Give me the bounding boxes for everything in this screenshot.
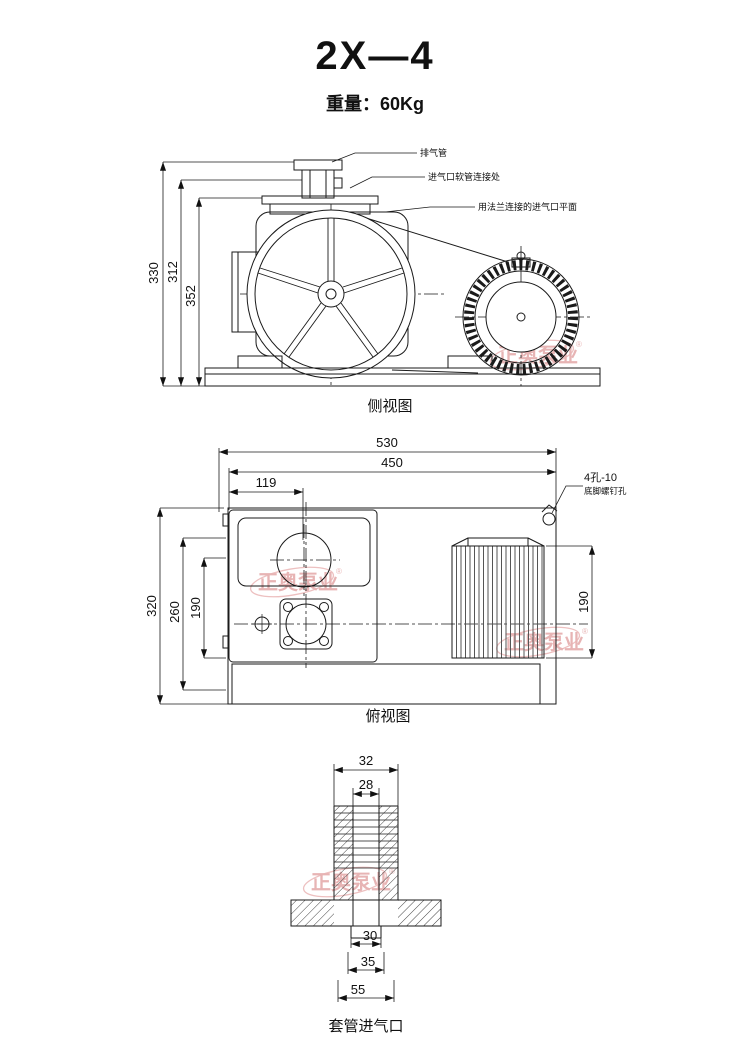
cylinder-bore-circle bbox=[276, 532, 332, 588]
exhaust-pipe bbox=[293, 159, 343, 199]
side-view: 排气管 进气口软管连接处 用法兰连接的进气口平面 330 312 352 侧视图 bbox=[146, 147, 601, 415]
top-view-caption: 俯视图 bbox=[365, 708, 410, 725]
sleeve-dimensions bbox=[333, 764, 399, 1002]
barb-ribs bbox=[334, 812, 398, 869]
dim-190-left-label: 190 bbox=[188, 597, 203, 619]
side-view-caption: 侧视图 bbox=[367, 398, 412, 415]
pump-body-top bbox=[222, 509, 378, 663]
watermark-reg: ® bbox=[576, 340, 582, 349]
dim-28-label: 28 bbox=[359, 777, 373, 792]
dim-32-label: 32 bbox=[359, 753, 373, 768]
inlet-flange-square bbox=[279, 598, 333, 650]
watermark-3: 正奥泵业 ® bbox=[249, 566, 342, 598]
dim-450-label: 450 bbox=[381, 455, 403, 470]
side-view-dimensions bbox=[159, 161, 302, 387]
watermark-text: 正奥泵业 bbox=[258, 570, 338, 594]
inlet-hose-label: 进气口软管连接处 bbox=[428, 171, 500, 182]
flange-inlet-label: 用法兰连接的进气口平面 bbox=[478, 201, 577, 212]
watermark-swoosh bbox=[249, 566, 335, 598]
sleeve-section-hatch bbox=[291, 806, 441, 926]
anchor-hole-label-line2: 底脚螺钉孔 bbox=[584, 486, 627, 496]
motor-top bbox=[451, 537, 545, 659]
inlet-flange-bore bbox=[285, 603, 327, 645]
sleeve-view: 32 28 30 35 55 套管进气口 bbox=[290, 753, 442, 1035]
dim-260-label: 260 bbox=[167, 601, 182, 623]
model-title: 2X—4 bbox=[315, 34, 435, 78]
watermark-reg: ® bbox=[336, 567, 342, 576]
top-view: 530 450 119 4孔-10 底脚螺钉孔 320 260 190 190 … bbox=[144, 435, 627, 725]
flywheel-shaft bbox=[325, 288, 337, 300]
dim-312-label: 312 bbox=[165, 261, 180, 283]
belt-lines bbox=[365, 217, 509, 374]
anchor-hole-label-line1: 4孔-10 bbox=[584, 471, 617, 484]
weight-label: 重量：60Kg bbox=[325, 94, 424, 114]
dim-330-label: 330 bbox=[146, 262, 161, 284]
dim-55-label: 55 bbox=[351, 982, 365, 997]
mounting-plate bbox=[290, 899, 442, 939]
base-front-strip bbox=[231, 663, 541, 705]
dim-320-label: 320 bbox=[144, 595, 159, 617]
pump-base bbox=[204, 355, 601, 387]
motor bbox=[462, 251, 580, 376]
top-view-dimensions bbox=[156, 448, 596, 705]
dim-190-right-label: 190 bbox=[576, 591, 591, 613]
flywheel-hub bbox=[317, 280, 345, 308]
dim-119-label: 119 bbox=[256, 475, 277, 490]
flywheel-spokes bbox=[257, 218, 405, 358]
exhaust-pipe-label: 排气管 bbox=[420, 147, 447, 158]
dim-30-label: 30 bbox=[363, 928, 377, 943]
dim-35-label: 35 bbox=[361, 954, 375, 969]
hose-barb-body bbox=[333, 805, 399, 926]
side-view-leaders bbox=[331, 152, 475, 213]
sleeve-view-caption: 套管进气口 bbox=[328, 1018, 403, 1035]
dim-530-label: 530 bbox=[376, 435, 398, 450]
flywheel bbox=[246, 209, 416, 379]
motor-body bbox=[485, 281, 557, 353]
watermark-reg: ® bbox=[582, 627, 588, 636]
motor-fan-ring bbox=[464, 260, 578, 374]
dim-352-label: 352 bbox=[183, 285, 198, 307]
